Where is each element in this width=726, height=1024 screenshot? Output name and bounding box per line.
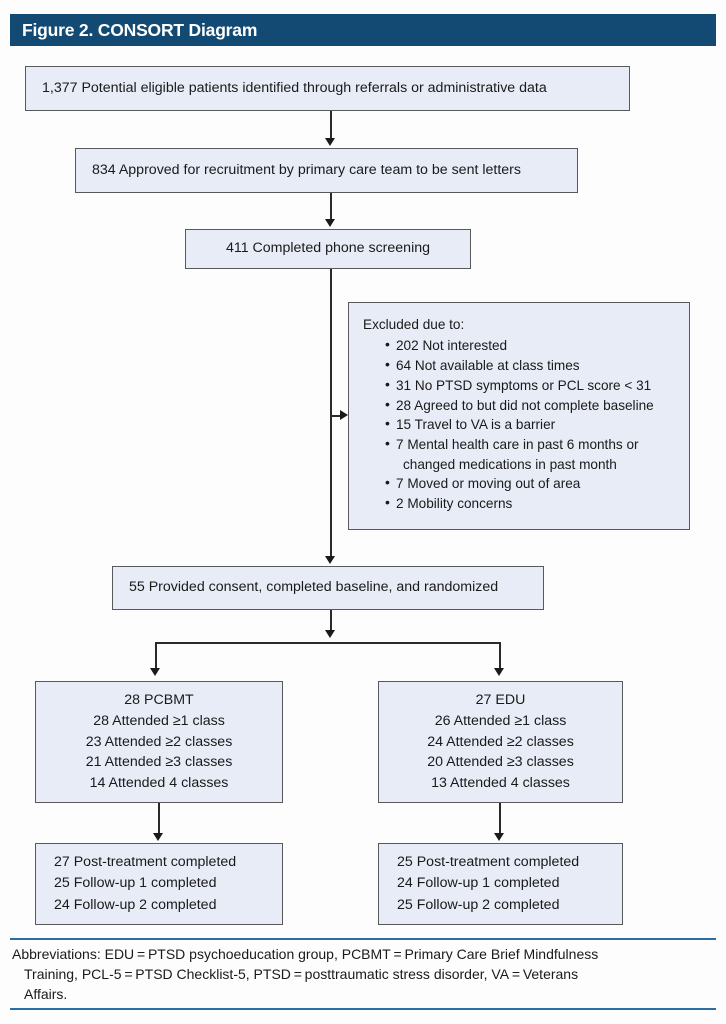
excluded-item-text: 15 Travel to VA is a barrier — [396, 417, 556, 433]
footnote-rule-bottom — [10, 1008, 716, 1010]
arm-pcbmt-line: 28 Attended ≥1 class — [93, 712, 225, 729]
node-identified-label: 1,377 Potential eligible patients identi… — [42, 79, 547, 96]
abbreviations-line-1: Abbreviations: EDU = PTSD psychoeducatio… — [12, 946, 599, 962]
outcome-edu-line: 25 Follow-up 2 completed — [397, 896, 560, 913]
arm-pcbmt-line: 21 Attended ≥3 classes — [85, 754, 233, 771]
excluded-list: 202 Not interested 64 Not available at c… — [363, 335, 679, 513]
abbreviations-note: Abbreviations: EDU = PTSD psychoeducatio… — [12, 944, 718, 1004]
excluded-item-text-continued: changed medications in past month — [403, 456, 617, 472]
arm-edu-title: 27 EDU — [475, 692, 526, 709]
connector-split-left — [155, 642, 157, 670]
excluded-item-text: 64 Not available at class times — [396, 358, 580, 374]
node-identified: 1,377 Potential eligible patients identi… — [25, 66, 630, 111]
excluded-item-text: 7 Mental health care in past 6 months or — [396, 437, 639, 453]
excluded-heading: Excluded due to: — [363, 317, 465, 332]
figure-title-bar: Figure 2. CONSORT Diagram — [10, 14, 716, 46]
arrow-approved-screened — [325, 219, 335, 227]
arm-edu-line: 26 Attended ≥1 class — [434, 712, 567, 729]
node-randomized-label: 55 Provided consent, completed baseline,… — [129, 579, 499, 596]
list-item: 28 Agreed to but did not complete baseli… — [385, 395, 679, 415]
node-screened-label: 411 Completed phone screening — [225, 240, 431, 257]
node-screened: 411 Completed phone screening — [185, 229, 471, 269]
excluded-item-text: 2 Mobility concerns — [396, 496, 513, 512]
abbreviations-line-2: Training, PCL-5 = PTSD Checklist-5, PTSD… — [24, 966, 579, 983]
outcome-edu-line: 25 Post-treatment completed — [397, 854, 580, 871]
arrow-edu-outcomes — [494, 833, 504, 841]
excluded-item-text: 7 Moved or moving out of area — [396, 476, 581, 492]
arrow-split-left — [150, 668, 160, 676]
list-item: 15 Travel to VA is a barrier — [385, 414, 679, 434]
connector-identified-approved — [330, 111, 332, 140]
footnote-rule-top — [10, 938, 716, 940]
excluded-item-text: 31 No PTSD symptoms or PCL score < 31 — [396, 377, 652, 393]
arrow-pcbmt-outcomes — [153, 833, 163, 841]
split-bar — [155, 642, 501, 644]
node-outcomes-pcbmt: 27 Post-treatment completed 25 Follow-up… — [35, 843, 283, 925]
outcome-pcbmt-line: 24 Follow-up 2 completed — [54, 896, 217, 913]
arm-edu-line: 13 Attended 4 classes — [431, 775, 570, 792]
connector-edu-outcomes — [499, 803, 501, 835]
outcome-pcbmt-line: 27 Post-treatment completed — [54, 854, 237, 871]
arrow-randomized-split — [325, 630, 335, 638]
arrow-split-right — [494, 668, 504, 676]
node-approved-label: 834 Approved for recruitment by primary … — [92, 161, 521, 178]
arrow-screened-excluded — [340, 410, 348, 420]
arrow-screened-randomized — [325, 556, 335, 564]
list-item: 7 Moved or moving out of area — [385, 473, 679, 493]
arm-pcbmt-line: 14 Attended 4 classes — [89, 775, 229, 792]
excluded-item-text: 202 Not interested — [396, 338, 508, 354]
node-excluded: Excluded due to: 202 Not interested 64 N… — [348, 302, 690, 530]
excluded-item-text: 28 Agreed to but did not complete baseli… — [396, 397, 654, 413]
connector-screened-randomized — [330, 269, 332, 558]
list-item: 31 No PTSD symptoms or PCL score < 31 — [385, 375, 679, 395]
arm-edu-line: 20 Attended ≥3 classes — [427, 754, 574, 771]
list-item: 64 Not available at class times — [385, 355, 679, 375]
connector-pcbmt-outcomes — [158, 803, 160, 835]
connector-approved-screened — [330, 193, 332, 221]
connector-screened-excluded — [330, 415, 341, 417]
list-item: 202 Not interested — [385, 335, 679, 355]
connector-randomized-split — [330, 610, 332, 632]
outcome-edu-line: 24 Follow-up 1 completed — [397, 875, 560, 892]
list-item: 7 Mental health care in past 6 months or… — [385, 434, 679, 474]
node-approved: 834 Approved for recruitment by primary … — [75, 148, 578, 193]
node-outcomes-edu: 25 Post-treatment completed 24 Follow-up… — [378, 843, 623, 925]
arm-pcbmt-line: 23 Attended ≥2 classes — [85, 733, 233, 750]
arm-pcbmt-title: 28 PCBMT — [124, 692, 194, 709]
node-randomized: 55 Provided consent, completed baseline,… — [112, 566, 544, 610]
connector-split-right — [499, 642, 501, 670]
abbreviations-line-3: Affairs. — [24, 986, 68, 1003]
arrow-identified-approved — [325, 138, 335, 146]
arm-edu-line: 24 Attended ≥2 classes — [427, 733, 574, 750]
node-arm-edu: 27 EDU 26 Attended ≥1 class 24 Attended … — [378, 681, 623, 803]
outcome-pcbmt-line: 25 Follow-up 1 completed — [54, 875, 217, 892]
node-arm-pcbmt: 28 PCBMT 28 Attended ≥1 class 23 Attende… — [35, 681, 283, 803]
list-item: 2 Mobility concerns — [385, 493, 679, 513]
page-title: Figure 2. CONSORT Diagram — [22, 19, 258, 40]
